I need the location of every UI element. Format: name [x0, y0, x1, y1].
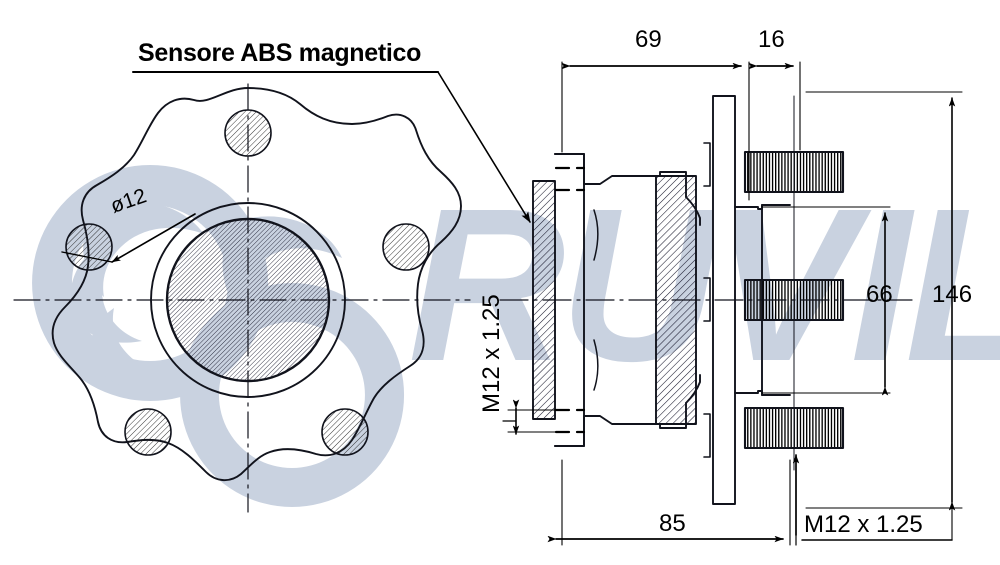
bolt-hole: [65, 223, 113, 271]
break-lines: [593, 209, 599, 391]
bore-diameter-leader: [111, 213, 196, 263]
dimension-label-146: 146: [932, 281, 973, 308]
sensor-title-label: Sensore ABS magnetico: [138, 39, 422, 67]
title-leader-line: [437, 71, 531, 223]
hidden-bore-lines: [554, 166, 586, 434]
watermark-wordmark: RUVILLE: [408, 164, 1000, 407]
dim-146-extension: [805, 91, 963, 509]
front-flange-outline: [51, 87, 462, 482]
thread-spec-label-left: M12 x 1.25: [478, 294, 505, 413]
dimension-label-16: 16: [758, 26, 785, 53]
dim-66-extension: [761, 206, 891, 394]
bolt-hole: [382, 223, 430, 271]
dimension-label-85: 85: [659, 510, 686, 537]
seal-lip-group: [703, 142, 711, 458]
bore-diameter-leader-tail: [61, 251, 113, 263]
bolt-hole: [124, 408, 172, 456]
extension-lines: [561, 61, 801, 546]
dimension-label-69: 69: [635, 26, 662, 53]
front-centerlines: [13, 83, 471, 513]
dimension-label-66: 66: [866, 281, 893, 308]
bolt-hole: [321, 408, 369, 456]
svg-text:RUVILLE: RUVILLE: [408, 164, 1000, 407]
thread-spec-label-bottom: M12 x 1.25: [804, 511, 923, 538]
